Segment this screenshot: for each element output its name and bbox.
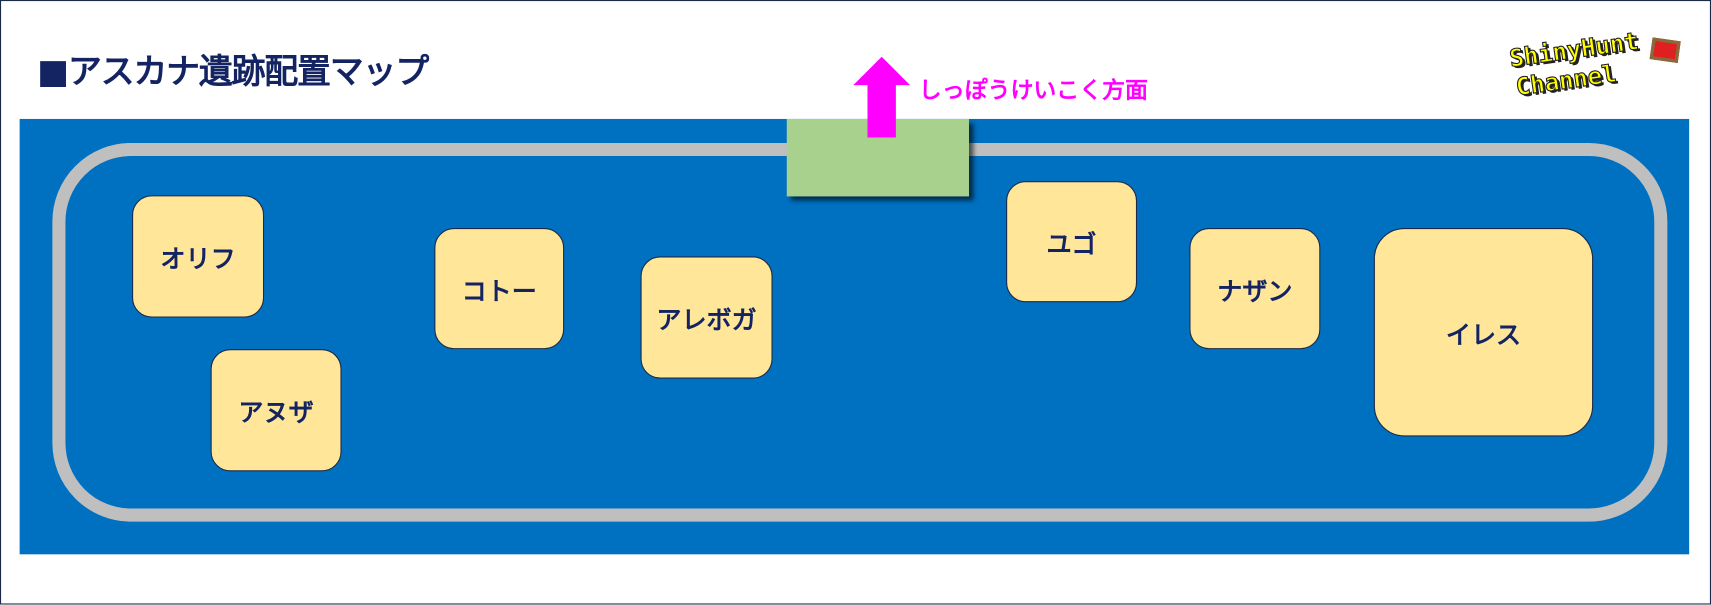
direction-label: しっぽうけいこく方面 [918,77,1148,104]
up-arrow-icon [853,56,911,138]
youtube-icon [1649,37,1681,63]
ruin-iresu: イレス [1373,228,1594,437]
ruin-nazan: ナザン [1189,228,1321,350]
ruin-areboga: アレボガ [640,256,773,379]
page-title: ■アスカナ遺跡配置マップ [37,52,429,92]
ruin-orifu: オリフ [132,195,265,318]
channel-logo: ShinyHunt Channel [1507,28,1684,107]
ruin-yugo: ユゴ [1006,181,1138,303]
ruin-anuza: アヌザ [210,349,342,472]
ruin-koto: コトー [434,228,565,350]
